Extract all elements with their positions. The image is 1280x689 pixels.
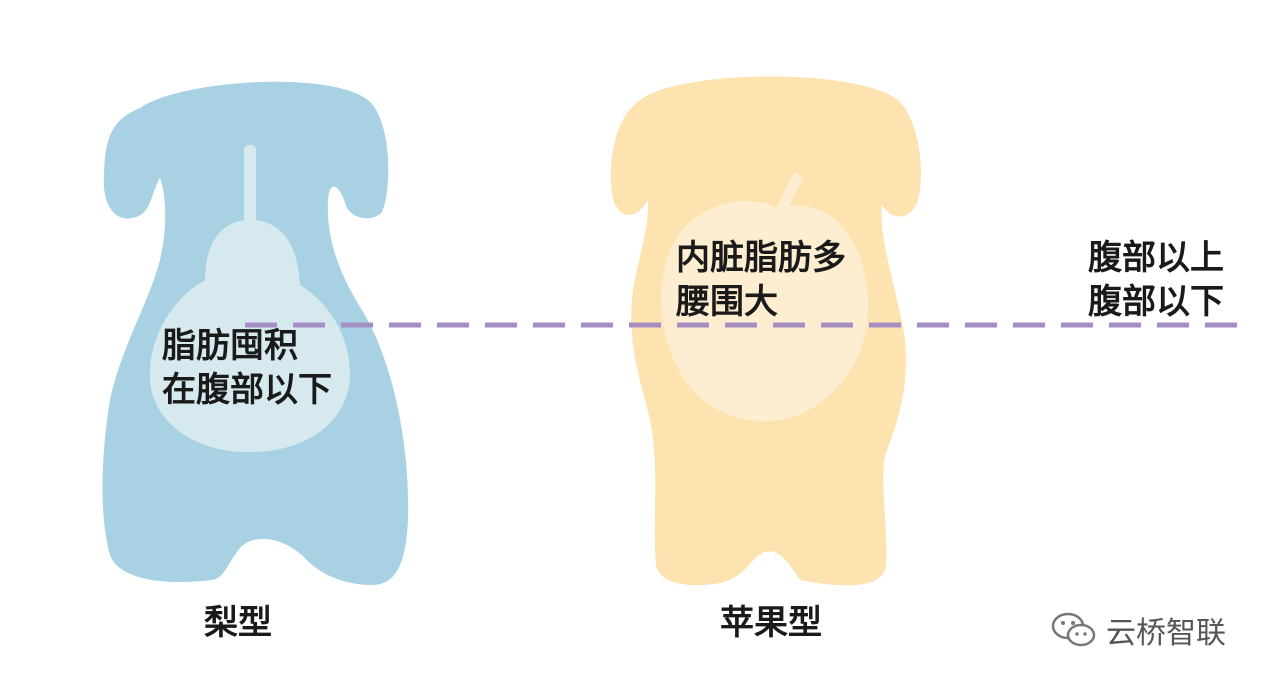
pear-stem <box>244 145 256 237</box>
apple-note: 内脏脂肪多 腰围大 <box>676 236 846 324</box>
pear-note-line2: 在腹部以下 <box>162 370 332 411</box>
above-abdomen-label: 腹部以上 <box>1088 238 1224 278</box>
below-abdomen-label: 腹部以下 <box>1088 282 1224 323</box>
pear-note-line1: 脂肪囤积 <box>162 326 298 366</box>
wechat-icon <box>1051 612 1096 647</box>
divider-labels: 腹部以上 腹部以下 <box>1088 236 1224 324</box>
apple-stem <box>776 172 803 212</box>
pear-caption: 梨型 <box>204 603 272 643</box>
pear-note: 脂肪囤积 在腹部以下 <box>162 324 332 412</box>
apple-caption: 苹果型 <box>720 603 822 643</box>
watermark-text: 云桥智联 <box>1106 616 1226 651</box>
apple-note-line2: 腰围大 <box>676 282 778 323</box>
apple-fruit <box>661 200 869 422</box>
pear-fruit <box>149 220 351 453</box>
apple-note-line1: 内脏脂肪多 <box>676 238 846 278</box>
watermark: 云桥智联 <box>1050 608 1226 652</box>
